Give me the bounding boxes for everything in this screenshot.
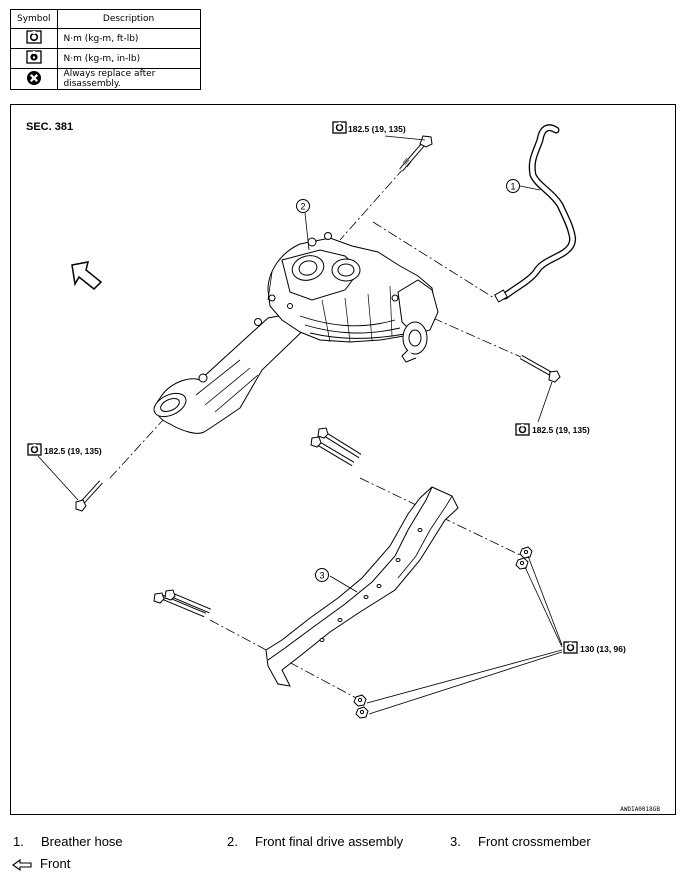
crossmember-nut [353,546,533,719]
bolt-left [75,480,103,512]
callout-3-circle [315,568,329,582]
section-label: SEC. 381 [26,121,73,133]
callout-2: 2 [300,202,305,212]
diagram-frame [10,104,676,815]
torque-wrench-icon [26,30,42,44]
legend-row: N·m (kg-m, ft-lb) [10,28,201,49]
front-crossmember [265,486,459,687]
caption-label: Front final drive assembly [255,834,404,849]
bolt-top [399,135,433,172]
replace-part-icon [26,70,41,85]
crossmember-bolt-upper [310,427,362,467]
front-label: Front [40,856,71,871]
caption-number: 1. [13,834,24,849]
legend-row: N·m (kg-m, in-lb) [10,48,201,69]
torque-wrench-icon [332,121,347,134]
torque-top: 182.5 (19, 135) [348,124,406,134]
callout-3: 3 [319,571,324,581]
callout-2-circle [296,199,310,213]
caption-label: Front crossmember [478,834,591,849]
symbol-legend-table: Symbol Description N·m (kg-m, ft-lb) N·m… [10,9,201,90]
torque-wrench-icon [515,423,530,436]
breather-hose [493,124,577,303]
legend-row: Always replace after disassembly. [10,68,201,90]
figure-code: AWDIA0018GB [620,806,660,813]
torque-wrench-icon [563,641,578,654]
front-arrow-icon [12,858,32,871]
callout-1-circle [506,179,520,193]
front-legend: Front [12,856,70,871]
caption-label: Breather hose [41,834,123,849]
front-direction-arrow-icon [71,261,103,291]
crossmember-bolt-lower [153,589,211,618]
torque-left: 182.5 (19, 135) [44,446,102,456]
legend-header-row: Symbol Description [10,9,201,29]
torque-wrench-icon [27,443,42,456]
caption-number: 2. [227,834,238,849]
callout-1: 1 [510,182,515,192]
front-final-drive-assembly [153,232,439,434]
torque-wrench-small-icon [26,50,42,64]
caption-item: 1. Breather hose [13,834,123,849]
caption-item: 3. Front crossmember [450,834,591,849]
torque-crossmember: 130 (13, 96) [580,644,626,654]
caption-item: 2. Front final drive assembly [227,834,403,849]
bolt-right [519,355,561,383]
legend-text-replace: Always replace after disassembly. [56,68,201,90]
torque-right: 182.5 (19, 135) [532,425,590,435]
caption-number: 3. [450,834,461,849]
